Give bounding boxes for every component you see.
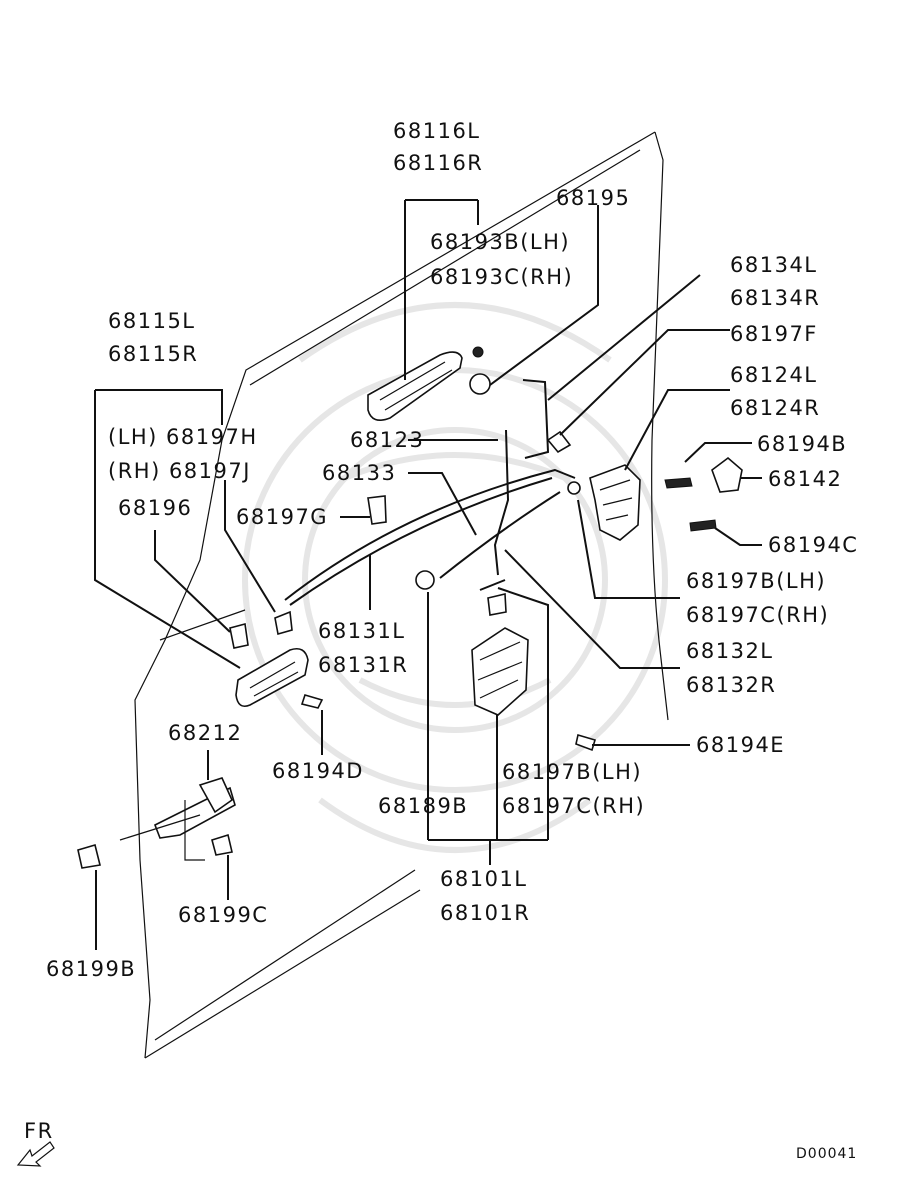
label-68197C-top: 68197C(RH)	[686, 603, 829, 627]
label-68194E: 68194E	[696, 733, 785, 757]
label-68134L: 68134L	[730, 253, 818, 277]
label-68134R: 68134R	[730, 286, 820, 310]
label-68197H: (LH) 68197H	[108, 425, 258, 449]
label-68196: 68196	[118, 496, 192, 520]
label-68197C-bottom: 68197C(RH)	[502, 794, 645, 818]
front-direction-label: FR	[24, 1119, 54, 1143]
label-68197B-bottom: 68197B(LH)	[502, 760, 642, 784]
rods-and-cables	[284, 379, 576, 606]
outer-door-handle	[367, 346, 491, 421]
label-68123: 68123	[350, 428, 424, 452]
diagram-code: D00041	[796, 1146, 857, 1162]
label-68199B: 68199B	[46, 957, 136, 981]
door-check-link	[77, 777, 236, 869]
inner-door-handle	[229, 495, 387, 708]
label-68197G: 68197G	[236, 505, 328, 529]
label-68124R: 68124R	[730, 396, 820, 420]
label-68194C: 68194C	[768, 533, 858, 557]
label-68197F: 68197F	[730, 322, 818, 346]
label-68189B: 68189B	[378, 794, 468, 818]
label-68193C: 68193C(RH)	[430, 265, 573, 289]
label-68101L: 68101L	[440, 867, 528, 891]
label-68197B-top: 68197B(LH)	[686, 569, 826, 593]
label-68195: 68195	[556, 186, 630, 210]
part-labels: 68116L 68116R 68195 68193B(LH) 68193C(RH…	[46, 119, 858, 981]
label-68131R: 68131R	[318, 653, 408, 677]
label-68194B: 68194B	[757, 432, 847, 456]
label-68124L: 68124L	[730, 363, 818, 387]
label-68115L: 68115L	[108, 309, 196, 333]
label-68115R: 68115R	[108, 342, 198, 366]
front-direction-indicator: FR	[16, 1119, 55, 1167]
label-68131L: 68131L	[318, 619, 406, 643]
label-68212: 68212	[168, 721, 242, 745]
label-68193B: 68193B(LH)	[430, 230, 570, 254]
label-68116R: 68116R	[393, 151, 483, 175]
label-68132L: 68132L	[686, 639, 774, 663]
label-68194D: 68194D	[272, 759, 364, 783]
door-latch-assembly	[546, 430, 641, 541]
label-68101R: 68101R	[440, 901, 530, 925]
leader-lines	[94, 199, 762, 950]
door-striker	[664, 456, 743, 532]
label-68132R: 68132R	[686, 673, 776, 697]
label-68142: 68142	[768, 467, 842, 491]
label-68197J: (RH) 68197J	[108, 459, 251, 483]
door-outline	[134, 131, 669, 1059]
label-68116L: 68116L	[393, 119, 481, 143]
label-68133: 68133	[322, 461, 396, 485]
label-68199C: 68199C	[178, 903, 268, 927]
screws	[300, 694, 596, 752]
door-lock-actuator	[415, 570, 529, 716]
front-direction-arrow-icon	[16, 1141, 55, 1167]
